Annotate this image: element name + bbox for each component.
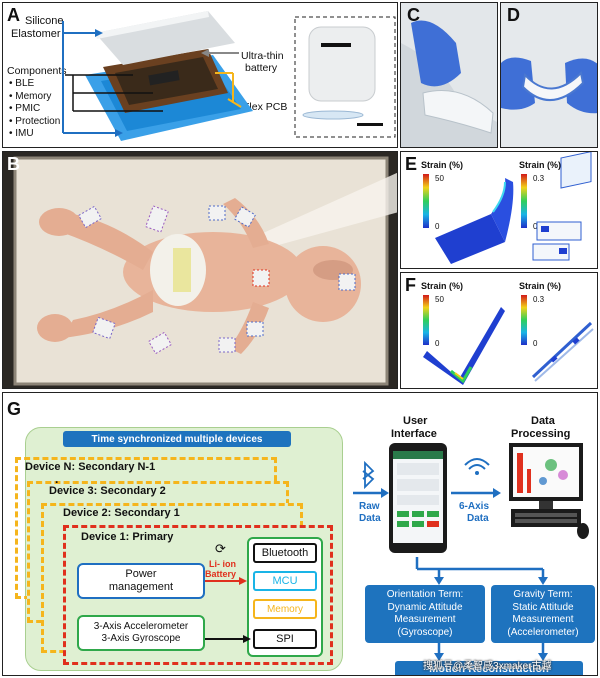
panel-c-label: C [407, 5, 420, 25]
orientation-line: Measurement [394, 614, 456, 625]
panel-d-label: D [507, 5, 520, 25]
imu-sensors-box: 3-Axis Accelerometer 3-Axis Gyroscope [77, 615, 205, 651]
panel-g-connectors [205, 443, 589, 661]
bluetooth-box: Bluetooth [253, 543, 317, 563]
panel-b-label: B [7, 154, 20, 174]
device-exploded-illustration [62, 11, 396, 141]
strain-max: 0.3 [533, 174, 545, 183]
orientation-line: (Gyroscope) [397, 626, 453, 638]
device-2-label: Device 2: Secondary 1 [63, 507, 180, 519]
gravity-line: Static Attitude [512, 601, 574, 613]
component-item: • Protection [9, 115, 61, 127]
memory-label: Memory [266, 603, 304, 615]
panel-a: A Silicone Elastomer Components • BLE • … [2, 2, 398, 148]
component-item: • PMIC [9, 103, 41, 114]
motion-reconstruction-label: Motion Reconstruction [429, 663, 549, 675]
components-list: • BLE • Memory • PMIC • Protection • IMU [9, 78, 60, 141]
spi-label: SPI [276, 633, 294, 645]
bluetooth-label: Bluetooth [261, 547, 309, 559]
flex-pcb-label: Flex PCB [243, 101, 288, 113]
strain-min: 0 [435, 222, 440, 231]
spi-box: SPI [253, 629, 317, 649]
strain-simulation-f [423, 295, 594, 385]
panel-f-label: F [405, 275, 416, 295]
panel-f: F Strain (%) 50 0 Strain (%) 0.3 0 [400, 272, 598, 389]
user-interface-label-1: User [403, 415, 428, 427]
strain-simulation-e [423, 152, 592, 264]
sync-banner: Time synchronized multiple devices [63, 431, 291, 447]
panel-c: C [400, 2, 498, 148]
strain-label: Strain (%) [519, 281, 562, 291]
device-1-label: Device 1: Primary [81, 531, 174, 543]
device-bend-photo-c [401, 3, 497, 147]
device-bend-photo-d [501, 3, 597, 147]
battery-label-1: Ultra-thin [241, 50, 284, 62]
gravity-term-box: Gravity Term: Static Attitude Measuremen… [491, 585, 595, 643]
data-processing-label-2: Processing [511, 428, 571, 440]
memory-box: Memory [253, 599, 317, 619]
panel-a-label: A [7, 5, 20, 25]
component-item: • IMU [9, 128, 34, 139]
strain-min: 0 [533, 339, 538, 348]
gravity-line: (Accelerometer) [507, 626, 579, 638]
watermark: 搜狐号@柔智感3xmaker古越 [423, 661, 552, 672]
strain-max: 50 [435, 174, 444, 183]
orientation-line: Orientation Term: [386, 589, 464, 600]
battery-icon: ⟳ [215, 541, 226, 556]
strain-min: 0 [435, 339, 440, 348]
strain-max: 0.3 [533, 295, 545, 304]
panel-b: B [2, 151, 398, 389]
panel-d: D [500, 2, 598, 148]
orientation-line: Dynamic Attitude [387, 601, 463, 613]
mcu-box: MCU [253, 571, 317, 591]
orientation-term-box: Orientation Term: Dynamic Attitude Measu… [365, 585, 485, 643]
raw-data-label-2: Data [359, 513, 381, 524]
motion-reconstruction-box: Motion Reconstruction [395, 661, 583, 675]
power-label-1: Power [125, 568, 157, 580]
ellipsis-dots: · [55, 475, 59, 489]
axis-data-label-1: 6-Axis [459, 501, 490, 512]
sensors-label-2: 3-Axis Gyroscope [101, 633, 181, 644]
strain-label: Strain (%) [421, 281, 464, 291]
user-interface-label-2: Interface [391, 428, 437, 440]
mcu-label: MCU [272, 575, 298, 587]
silicone-label-1: Silicone [25, 15, 64, 27]
strain-min: 0 [533, 222, 538, 231]
silicone-label-2: Elastomer [11, 28, 61, 40]
power-management-box: Power management [77, 563, 205, 599]
gravity-line: Measurement [512, 614, 574, 625]
component-item: • BLE [9, 78, 35, 89]
data-processing-label-1: Data [531, 415, 555, 427]
panel-e: E Strain (%) 50 0 Strain (%) 0.3 0 [400, 151, 598, 269]
axis-data-label-2: Data [467, 513, 489, 524]
raw-data-label-1: Raw [359, 501, 380, 512]
panel-g: G Time synchronized multiple devices Dev… [2, 392, 598, 676]
strain-max: 50 [435, 295, 444, 304]
panel-e-label: E [405, 154, 418, 174]
components-title: Components [7, 65, 67, 77]
component-item: • Memory [9, 90, 52, 102]
sensors-label-1: 3-Axis Accelerometer [93, 621, 189, 632]
panel-g-label: G [7, 399, 22, 419]
battery-label-2: battery [245, 62, 278, 74]
strain-label: Strain (%) [421, 160, 464, 170]
power-label-2: management [108, 581, 174, 593]
sync-banner-text: Time synchronized multiple devices [91, 433, 263, 445]
gravity-line: Gravity Term: [513, 589, 573, 600]
battery-label-2: Battery [205, 569, 237, 579]
infant-mannequin-photo [3, 152, 397, 388]
device-3-label: Device 3: Secondary 2 [49, 485, 166, 497]
battery-label-1: Li- ion [209, 559, 236, 569]
device-n-label: Device N: Secondary N-1 [25, 461, 156, 473]
strain-label: Strain (%) [519, 160, 562, 170]
